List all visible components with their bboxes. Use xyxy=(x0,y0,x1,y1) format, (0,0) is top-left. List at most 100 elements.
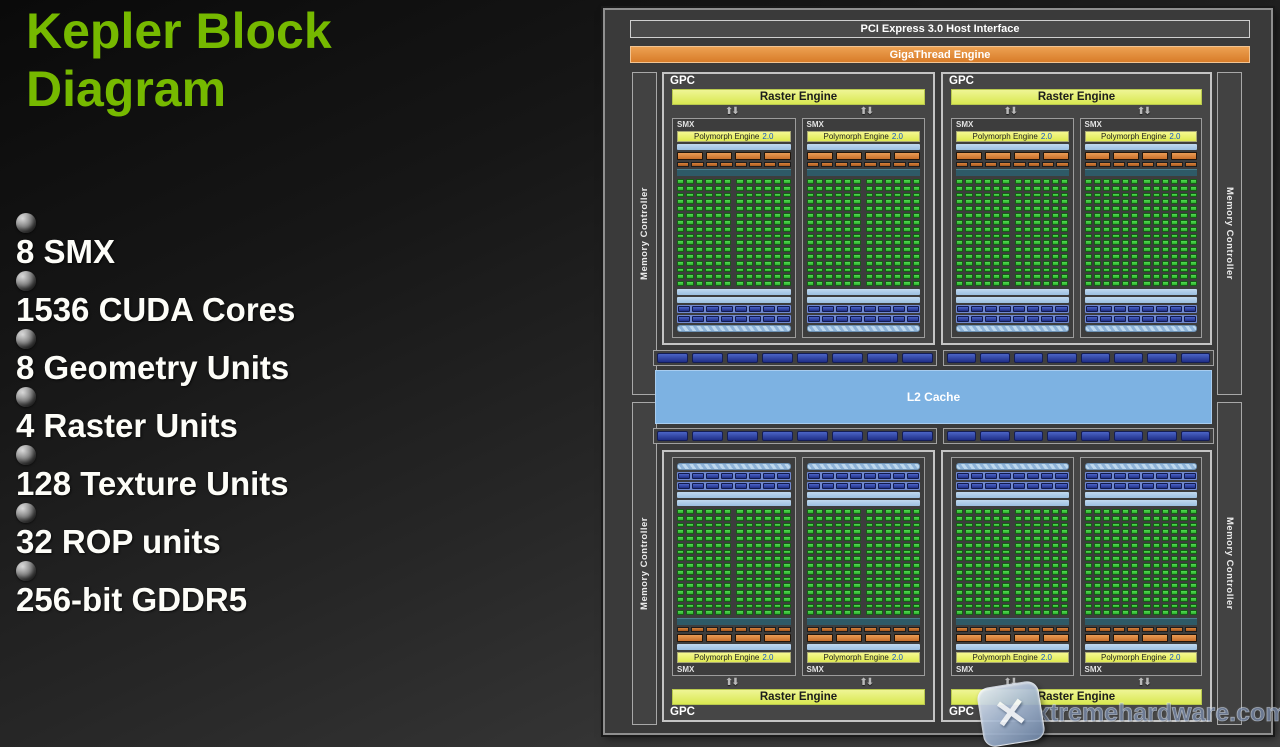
cuda-core xyxy=(884,509,892,514)
cuda-core xyxy=(1061,192,1069,198)
cuda-core xyxy=(1002,179,1010,184)
cuda-core xyxy=(764,274,772,280)
load-store-row-segment xyxy=(678,483,691,489)
cuda-core xyxy=(965,542,973,548)
cuda-core xyxy=(956,590,964,595)
light-blue-bar xyxy=(677,297,791,303)
cuda-core xyxy=(1130,260,1139,266)
cuda-core xyxy=(1002,267,1010,273)
cuda-core xyxy=(1171,522,1179,528)
cuda-core xyxy=(893,206,902,212)
cuda-core xyxy=(773,179,782,184)
cuda-core xyxy=(1061,281,1069,286)
cuda-core xyxy=(723,260,732,266)
cuda-core xyxy=(1084,179,1092,184)
cuda-core xyxy=(965,563,973,568)
cuda-core xyxy=(1042,260,1050,266)
rop-segment xyxy=(797,431,828,441)
cuda-core xyxy=(1024,213,1032,218)
cuda-core xyxy=(755,536,763,541)
cuda-core xyxy=(1171,576,1179,582)
cuda-core xyxy=(844,274,852,280)
cuda-core xyxy=(1051,267,1060,273)
cuda-core xyxy=(1143,509,1151,514)
cuda-core xyxy=(723,199,732,205)
load-store-row-segment xyxy=(999,473,1012,479)
rop-segment xyxy=(1013,353,1044,363)
cuda-core xyxy=(1061,199,1069,205)
cuda-core xyxy=(1033,529,1041,534)
cuda-core xyxy=(1042,233,1050,239)
cuda-core xyxy=(1033,247,1041,252)
light-blue-bar xyxy=(806,144,920,150)
load-store-row-segment xyxy=(678,306,691,312)
cuda-core xyxy=(834,583,842,588)
cuda-core xyxy=(1002,569,1010,575)
cuda-core-bank xyxy=(677,509,732,615)
cuda-core xyxy=(677,281,685,286)
rop-segment xyxy=(657,353,688,363)
texture-unit-small-row-segment xyxy=(998,627,1012,632)
texture-unit-small-row-segment xyxy=(1127,162,1140,167)
cuda-core xyxy=(695,253,704,259)
cuda-core xyxy=(1061,576,1069,582)
cuda-core xyxy=(1014,267,1023,273)
cuda-core xyxy=(1130,233,1139,239)
cuda-core xyxy=(1042,253,1050,259)
cuda-core xyxy=(993,536,1001,541)
cuda-core xyxy=(912,274,920,280)
cuda-core xyxy=(974,247,982,252)
cuda-core xyxy=(1093,542,1102,548)
cuda-core xyxy=(956,576,964,582)
cuda-core xyxy=(1024,576,1032,582)
cuda-core xyxy=(815,590,824,595)
cuda-core xyxy=(1161,267,1170,273)
texture-unit-row-segment xyxy=(835,634,862,642)
cuda-core xyxy=(1061,590,1069,595)
cuda-core xyxy=(893,603,902,609)
cuda-core xyxy=(853,596,861,602)
cuda-core xyxy=(1061,179,1069,184)
cuda-core xyxy=(1002,281,1010,286)
cuda-core xyxy=(1024,563,1032,568)
cuda-core xyxy=(865,522,874,528)
cuda-core xyxy=(875,233,883,239)
load-store-row-segment xyxy=(748,483,762,489)
cuda-core xyxy=(825,542,833,548)
cuda-core xyxy=(806,213,814,218)
load-store-row-segment xyxy=(1085,483,1098,489)
cuda-core xyxy=(695,515,704,521)
cuda-core xyxy=(1061,583,1069,588)
cuda-core xyxy=(1051,563,1060,568)
cuda-core xyxy=(875,576,883,582)
cuda-core xyxy=(1189,185,1197,191)
cuda-core xyxy=(1084,199,1092,205)
teal-bar xyxy=(677,618,791,625)
load-store-row-segment xyxy=(1127,316,1140,322)
cuda-core xyxy=(965,522,973,528)
cuda-core xyxy=(695,509,704,514)
cuda-core xyxy=(773,556,782,561)
cuda-core xyxy=(815,226,824,232)
cuda-core xyxy=(1180,219,1188,225)
cuda-core xyxy=(705,213,713,218)
cuda-core xyxy=(1033,542,1041,548)
texture-unit-small-row-segment xyxy=(1184,627,1197,632)
load-store-row xyxy=(806,315,920,323)
cuda-core xyxy=(1033,556,1041,561)
texture-unit-row-segment xyxy=(1013,152,1040,160)
cuda-core xyxy=(875,206,883,212)
cuda-core xyxy=(834,515,842,521)
cuda-core xyxy=(1130,610,1139,615)
cuda-core xyxy=(1171,274,1179,280)
cuda-core xyxy=(993,596,1001,602)
texture-unit-small-row-segment xyxy=(720,627,733,632)
cuda-core xyxy=(875,596,883,602)
load-store-row xyxy=(677,472,791,480)
cuda-core xyxy=(893,179,902,184)
cuda-core xyxy=(764,536,772,541)
cuda-core xyxy=(853,583,861,588)
cuda-core xyxy=(1042,509,1050,514)
